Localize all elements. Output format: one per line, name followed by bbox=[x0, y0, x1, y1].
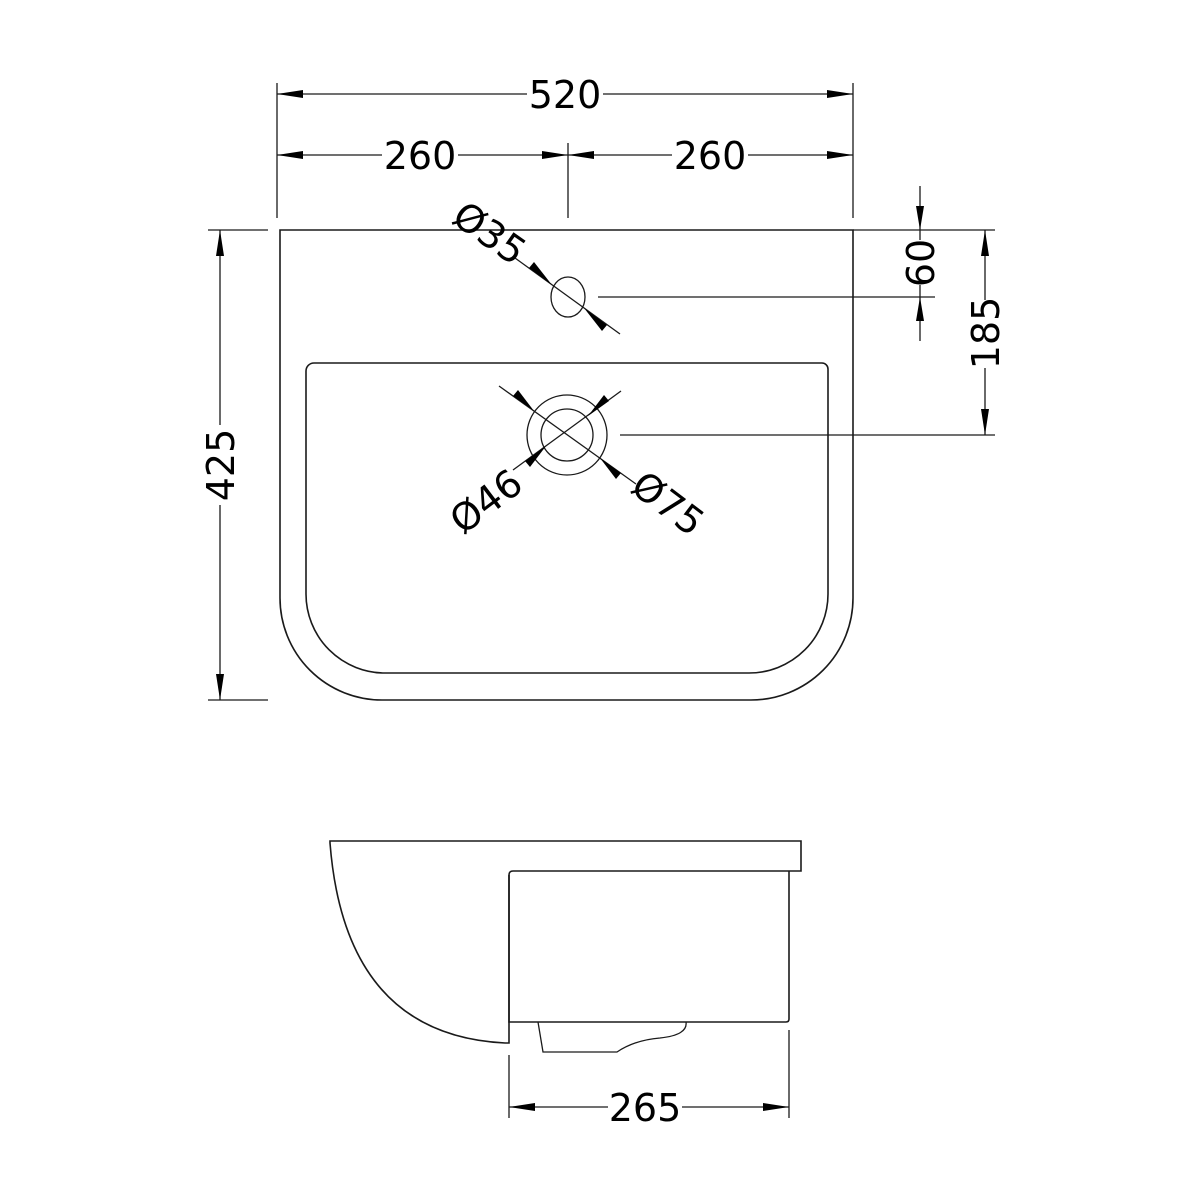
dimension-right: 60 185 bbox=[598, 186, 1008, 436]
dim-overall-depth: 425 bbox=[199, 429, 243, 502]
dimension-left: 425 bbox=[199, 229, 268, 701]
dimension-tap-hole-diameter: Ø35 bbox=[445, 193, 621, 335]
side-profile-outline bbox=[329, 840, 802, 1044]
dim-overall-width: 520 bbox=[529, 73, 602, 117]
tap-hole bbox=[550, 276, 586, 318]
dimension-side: 265 bbox=[508, 1030, 790, 1130]
dimension-top: 520 260 260 bbox=[276, 73, 854, 218]
waste-inner-ring bbox=[540, 408, 594, 462]
dim-waste-inner-diameter: Ø46 bbox=[442, 460, 531, 542]
dim-half-width-left: 260 bbox=[384, 134, 457, 178]
dim-half-width-right: 260 bbox=[674, 134, 747, 178]
dimension-waste-diameters: Ø46 Ø75 bbox=[442, 385, 712, 545]
basin-outer-outline bbox=[279, 229, 854, 701]
side-rear-box bbox=[508, 871, 790, 1023]
dim-waste-offset: 185 bbox=[964, 297, 1008, 370]
dim-tap-hole-offset: 60 bbox=[899, 239, 943, 287]
plan-view bbox=[279, 229, 854, 701]
dim-waste-outer-diameter: Ø75 bbox=[623, 462, 712, 544]
dim-projection-depth: 265 bbox=[609, 1086, 682, 1130]
side-waste-profile bbox=[537, 1021, 687, 1053]
waste-outer-ring bbox=[526, 394, 608, 476]
side-view bbox=[329, 840, 802, 1053]
basin-bowl-outline bbox=[305, 362, 829, 674]
